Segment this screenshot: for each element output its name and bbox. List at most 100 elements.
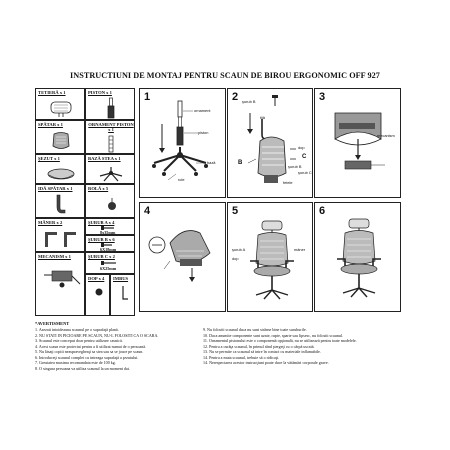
piston-cover-icon [108, 135, 114, 153]
caption-fetele: fetele [283, 180, 293, 185]
part-armrest: MÂNER x 2 [35, 218, 85, 252]
part-size: 6X25mm [100, 266, 117, 271]
warning-item: 12. Pentru a curăţa scaunul, în primul r… [203, 343, 315, 349]
part-piston: PISTON x 1 [85, 88, 135, 120]
caption-armrest: mâner [294, 247, 306, 252]
cap-icon [95, 288, 103, 296]
part-backrest: SPĂTAR x 1 [35, 120, 85, 154]
warning-item: 9. Nu folositi scaunul daca nu sunt strâ… [203, 327, 307, 332]
parts-list: TETIERĂ x 1 PISTON x 1 SPĂTAR x 1 ORNAME… [35, 88, 135, 316]
part-label: SPĂTAR x 1 [38, 122, 63, 127]
part-label: TETIERĂ x 1 [38, 90, 66, 95]
step-number: 1 [144, 91, 151, 103]
warning-item: 4. Acest scaun este proiectat pentru a f… [35, 343, 147, 349]
part-back-support: IDĂ SPĂTAR x 1 [35, 184, 85, 218]
part-label: PISTON x 1 [88, 90, 112, 95]
part-piston-cover: ORNAMENT PISTON x 1 [85, 120, 135, 154]
mechanism-icon [44, 270, 81, 288]
caption-screw-a: şurub A [232, 247, 246, 252]
step-2-panel: 2 şurub B tijă dop şurub B şurub C B C f… [227, 88, 313, 198]
warnings-heading: *AVERTISMENT [35, 321, 70, 326]
step-4-panel: 4 [139, 202, 226, 312]
warning-item: 13. Nu se permite ca scaunul să intre în… [203, 349, 321, 355]
caption-casters: role [178, 177, 185, 182]
part-headrest: TETIERĂ x 1 [35, 88, 85, 120]
part-mechanism: MECANISM x 1 [35, 252, 85, 316]
backrest-assembly-illustration [247, 95, 296, 183]
step-number: 5 [232, 205, 239, 217]
page-title: INSTRUCTIUNI DE MONTAJ PENTRU SCAUN DE B… [70, 71, 380, 80]
step-number: 6 [319, 205, 326, 217]
step-number: 4 [144, 205, 151, 217]
part-screw-a: ŞURUB A x 4 8x35mm [85, 218, 135, 235]
part-label: IMBUS [113, 276, 129, 281]
part-screw-c: ŞURUB C x 2 6X25mm [85, 252, 135, 274]
caption-screw-b-top: şurub B [242, 99, 256, 104]
backrest-icon [52, 132, 70, 149]
step-number: 2 [232, 91, 239, 103]
part-label: ROLĂ x 5 [88, 186, 109, 191]
warning-item: 14. Nerespectarea acestor instrucţiuni p… [203, 360, 329, 366]
part-size: 8x35mm [100, 230, 116, 235]
step-6-panel: 6 [314, 202, 401, 312]
armrest-mount-illustration [250, 220, 294, 300]
caption-cap: dop [298, 145, 305, 150]
caster-icon [108, 198, 116, 210]
back-support-icon [56, 194, 66, 214]
caption-screw-c: şurub C [298, 170, 312, 175]
warning-item: 5. Nu lăsaţi copiii neaspravegheaţi sa s… [35, 349, 144, 355]
screw-c-icon [101, 261, 116, 265]
star-base-icon [99, 167, 123, 182]
caption-b: B [238, 160, 243, 166]
part-label: ŞEZUT x 1 [38, 156, 60, 161]
part-allen-key: IMBUS [110, 274, 135, 316]
caption-piston: piston [198, 130, 209, 135]
part-label: BAZĂ STEA x 1 [88, 156, 121, 161]
warnings-right-column: 9. Nu folositi scaunul daca nu sunt strâ… [203, 327, 357, 366]
warning-item: 2. NU STATI IN PICIOARE PE SCAUN, NU-L F… [35, 332, 159, 338]
mechanism-mount-illustration [334, 112, 385, 170]
step-5-panel: 5 şurub A mâner dop [227, 202, 313, 312]
step-3-panel: 3 mecanism [314, 88, 401, 198]
part-label: ŞURUB C x 2 [88, 254, 115, 259]
caption-cap: dop [232, 256, 239, 261]
caption-c: C [302, 154, 307, 160]
part-star-base: BAZĂ STEA x 1 [85, 154, 135, 184]
warning-item: 6. Introduceţi scaunul complet cu intrea… [35, 354, 139, 360]
warning-item: 7. Greutatea maxima recomandata este de … [35, 360, 116, 366]
piston-icon [107, 97, 115, 119]
part-label: ŞURUB B x 6 [88, 237, 115, 242]
part-label: IDĂ SPĂTAR x 1 [38, 186, 73, 191]
part-label: DOP x 4 [88, 276, 105, 281]
seat-mount-illustration [148, 230, 211, 282]
step-1-panel: 1 ornament piston bază role [139, 88, 226, 198]
warning-item: 3. Scaunul este conceput doar pentru uti… [35, 338, 123, 344]
caption-base: bază [207, 160, 216, 165]
finished-chair-illustration [337, 218, 381, 298]
piston-base-assembly-illustration [152, 100, 208, 181]
warning-item: 14. Pentru a muta scaunul, trebuie să o … [203, 354, 280, 360]
part-caster: ROLĂ x 5 [85, 184, 135, 218]
caption-screw-b-right: şurub B [288, 164, 302, 169]
part-label: MÂNER x 2 [38, 220, 63, 225]
caption-rod: tijă [260, 115, 265, 120]
caption-mechanism: mecanism [377, 133, 395, 138]
part-label: ŞURUB A x 4 [88, 220, 115, 225]
part-label: ORNAMENT PISTON x 1 [88, 122, 134, 132]
warning-item: 11. Ornamentul pistonului este o compone… [203, 338, 357, 344]
screw-b-icon [101, 243, 112, 247]
warning-item: 10. Daca anumite componente sunt uzate, … [203, 332, 343, 338]
part-size: 6X18mm [100, 247, 117, 252]
allen-key-icon [122, 286, 128, 300]
part-seat: ŞEZUT x 1 [35, 154, 85, 184]
part-cap: DOP x 4 [85, 274, 110, 316]
armrest-icon [45, 232, 76, 247]
warnings-left-column: 1. Asezati intotdeauna scaunul pe o supr… [35, 327, 158, 371]
warning-item: 1. Asezati intotdeauna scaunul pe o supr… [35, 327, 119, 332]
step-number: 3 [319, 91, 326, 103]
part-label: MECANISM x 1 [38, 254, 71, 259]
caption-ornament: ornament [194, 108, 211, 113]
seat-icon [47, 168, 75, 180]
headrest-icon [50, 101, 72, 117]
